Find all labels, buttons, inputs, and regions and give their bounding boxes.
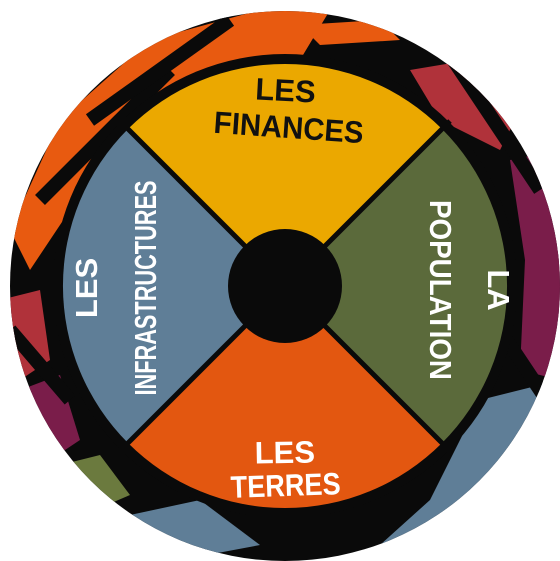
label-terres-line1: LES	[254, 434, 315, 470]
label-finances-line1: LES	[255, 71, 317, 109]
label-population: LA POPULATION	[423, 200, 516, 380]
label-terres: LES TERRES	[230, 434, 341, 504]
segment-population[interactable]	[285, 129, 508, 443]
label-infrastructures-line2: INFRASTRUCTURES	[128, 181, 163, 396]
label-terres-line2: TERRES	[230, 466, 341, 505]
ring-band-blue-bottom	[130, 500, 260, 560]
label-infrastructures-line1: LES	[69, 258, 104, 318]
segment-infrastructures[interactable]	[62, 129, 286, 443]
label-population-line1: LA	[481, 269, 516, 310]
label-population-line2: POPULATION	[423, 200, 458, 380]
label-infrastructures: LES INFRASTRUCTURES	[69, 181, 163, 396]
ring-band-orange-top	[300, 20, 400, 45]
segment-terres[interactable]	[128, 286, 442, 509]
segment-finances[interactable]	[128, 63, 442, 286]
center-hub	[228, 229, 342, 343]
ring-band-plum-right	[510, 150, 560, 380]
